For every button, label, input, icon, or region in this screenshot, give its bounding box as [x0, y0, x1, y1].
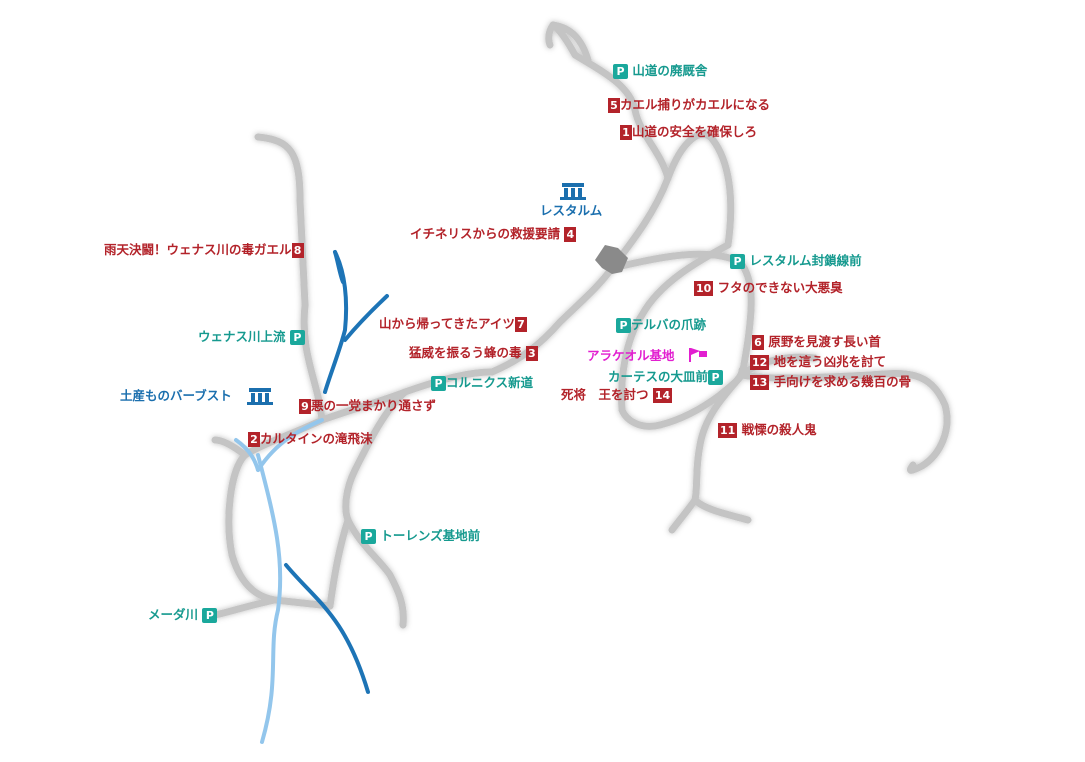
quest-number-badge: 3 — [525, 346, 538, 361]
quest-number-badge: 2 — [248, 432, 260, 447]
quest-14[interactable]: 死将 王を討つ 14 — [561, 387, 673, 403]
parking-icon: P — [708, 370, 724, 385]
quest-number-badge: 1 — [620, 125, 632, 140]
town-lestallum[interactable]: レスタルム — [540, 203, 603, 218]
quest-number-badge: 13 — [750, 375, 770, 390]
parking-icon: P — [730, 254, 745, 269]
quest-number-badge: 14 — [652, 388, 673, 403]
base-arakeol[interactable]: アラケオル基地 — [587, 348, 675, 363]
parking-icon: P — [616, 318, 631, 333]
quest-10[interactable]: 10 フタのできない大悪臭 — [694, 280, 843, 296]
quest-3[interactable]: 猛威を振るう蜂の毒 3 — [409, 345, 538, 361]
quest-number-badge: 7 — [514, 317, 527, 332]
parking-old-stable[interactable]: P 山道の廃厩舎 — [613, 63, 707, 79]
quest-11[interactable]: 11 戦慄の殺人鬼 — [718, 422, 817, 438]
quest-number-badge: 6 — [752, 335, 764, 350]
quest-number-badge: 8 — [291, 243, 304, 258]
quest-number-badge: 5 — [608, 98, 620, 113]
parking-icon: P — [431, 376, 446, 391]
quest-number-badge: 12 — [750, 355, 770, 370]
flag-icon — [689, 348, 707, 362]
quest-6[interactable]: 6 原野を見渡す長い首 — [752, 334, 881, 350]
parking-torrens-base[interactable]: P トーレンズ基地前 — [361, 528, 480, 544]
parking-lestallum-blockade[interactable]: P レスタルム封鎖線前 — [730, 253, 862, 269]
town-building-icon — [560, 183, 586, 200]
town-building-icon — [247, 388, 273, 405]
parking-icon: P — [361, 529, 376, 544]
parking-icon: P — [613, 64, 628, 79]
quest-number-badge: 9 — [299, 399, 311, 414]
quest-number-badge: 11 — [718, 423, 738, 438]
river-system — [234, 250, 389, 744]
parking-wenas-upstream[interactable]: ウェナス川上流 P — [198, 329, 305, 345]
quest-number-badge: 10 — [694, 281, 714, 296]
town-souvenir-shop[interactable]: 土産ものバーブスト — [120, 388, 232, 403]
parking-meda-river[interactable]: メーダ川 P — [148, 607, 218, 623]
quest-number-badge: 4 — [564, 227, 577, 242]
parking-icon: P — [289, 330, 305, 345]
lestallum-city-area — [595, 245, 628, 274]
quest-4[interactable]: イチネリスからの救援要請 4 — [410, 226, 577, 242]
parking-icon: P — [202, 608, 218, 623]
road-network — [211, 21, 951, 629]
quest-13[interactable]: 13 手向けを求める幾百の骨 — [750, 374, 912, 390]
quest-12[interactable]: 12 地を這う凶兆を討て — [750, 354, 887, 370]
